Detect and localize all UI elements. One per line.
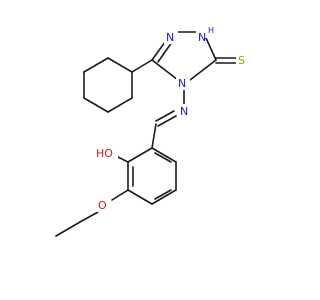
atom-ether-oxygen: O: [98, 199, 107, 212]
bond: [83, 57, 109, 73]
bond: [154, 152, 172, 163]
atom-n-top-left: N: [166, 31, 174, 44]
bond: [111, 189, 129, 201]
cyclohexyl-ring: [83, 57, 133, 113]
bond: [151, 59, 179, 81]
benzene-ring: [127, 147, 177, 205]
bond: [127, 189, 153, 205]
bond: [107, 97, 133, 113]
bond: [155, 110, 175, 122]
atom-hydroxyl: HO: [96, 147, 113, 160]
atom-ring-n4: N: [178, 77, 186, 90]
bond: [83, 97, 109, 113]
bond: [205, 37, 217, 61]
bond: [151, 147, 177, 163]
atom-nh-nitrogen: N: [198, 31, 206, 44]
atom-thione-sulfur: S: [238, 54, 245, 67]
bond: [131, 59, 153, 73]
triazole-ring: [151, 31, 217, 81]
bond: [151, 123, 157, 149]
bond: [127, 147, 153, 163]
bond: [151, 189, 177, 205]
atom-imine-nitrogen: N: [180, 105, 188, 118]
atom-nh-hydrogen: H: [208, 26, 214, 35]
bond: [154, 189, 172, 200]
bond: [157, 115, 177, 127]
bond: [55, 221, 81, 237]
bond: [107, 57, 133, 73]
molecule-structure-diagram: N H N S N N HO O: [55, 26, 245, 237]
bond: [157, 41, 173, 63]
bond: [189, 59, 217, 81]
bond: [79, 211, 99, 223]
